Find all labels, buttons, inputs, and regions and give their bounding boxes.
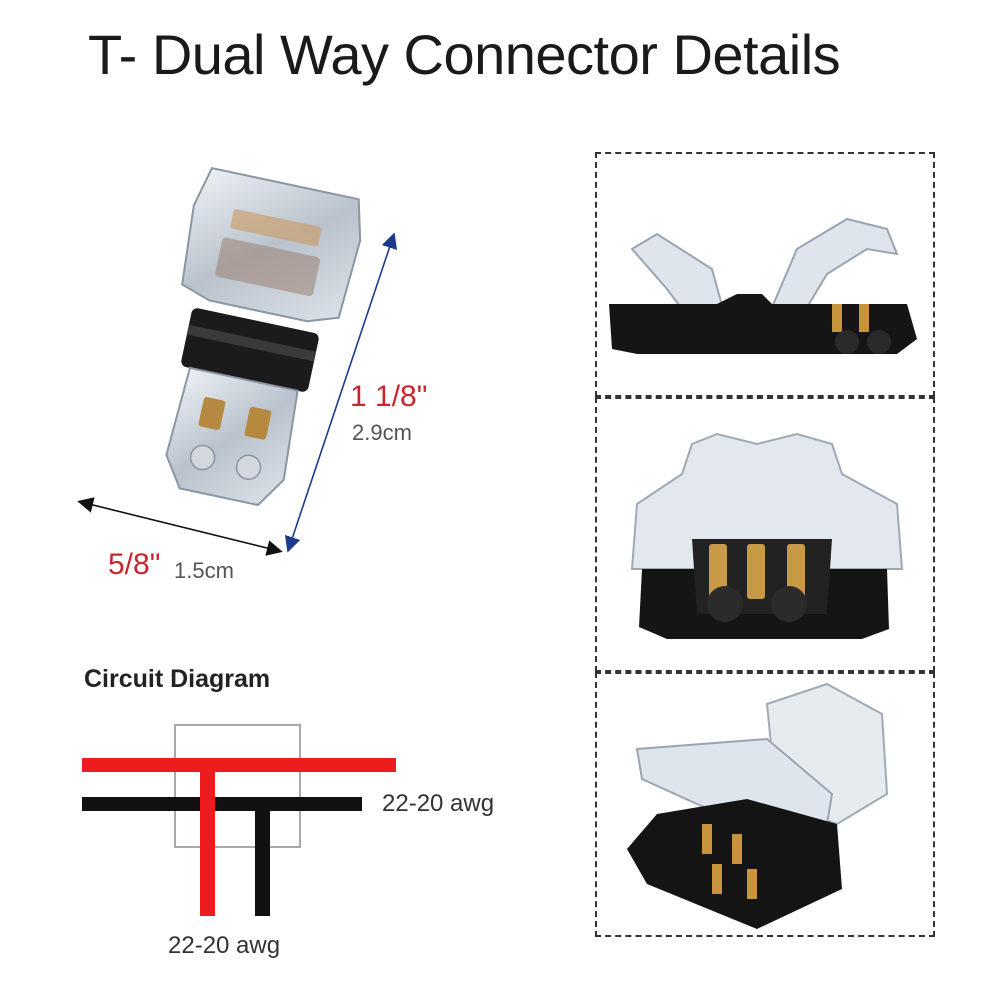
black-branch-wire (255, 797, 270, 916)
photo-panel-angled-view (595, 672, 935, 937)
width-inch-label: 5/8" (108, 548, 161, 581)
circuit-diagram-heading: Circuit Diagram (84, 665, 271, 693)
width-dimension-arrow (77, 497, 283, 556)
red-main-wire (82, 758, 396, 772)
photo-panel-front-view (595, 397, 935, 672)
width-cm-label: 1.5cm (174, 558, 234, 583)
open-connector-photo (609, 217, 917, 354)
photo-panel-open-view (595, 152, 935, 397)
main-wire-gauge-label: 22-20 awg (382, 790, 495, 817)
front-connector-photo (630, 432, 904, 639)
angled-connector-photo (627, 682, 889, 929)
branch-wire-gauge-label: 22-20 awg (168, 932, 281, 959)
page-title: T- Dual Way Connector Details (88, 23, 841, 86)
red-branch-wire (200, 758, 215, 916)
black-main-wire (82, 797, 362, 811)
connector-outline-box (174, 724, 301, 848)
length-inch-label: 1 1/8" (350, 380, 428, 413)
length-cm-label: 2.9cm (352, 420, 412, 445)
length-dimension-arrow (284, 232, 398, 553)
